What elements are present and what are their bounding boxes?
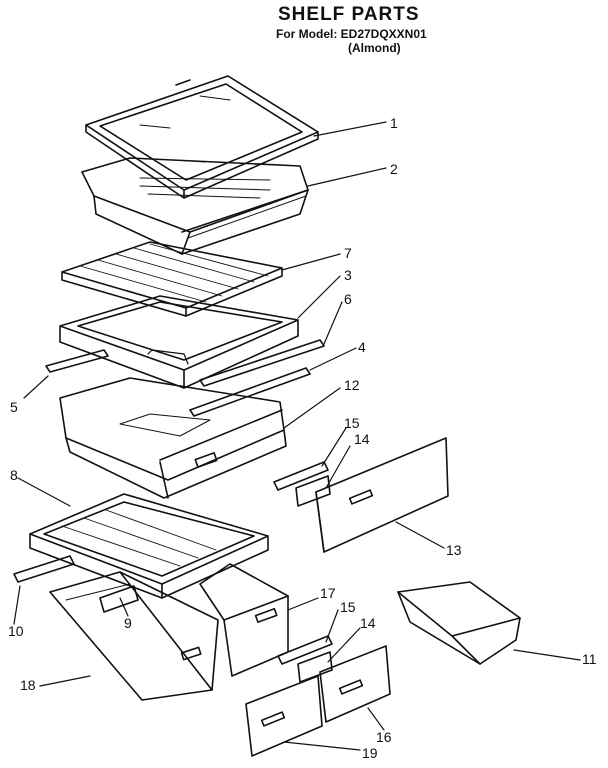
part-14-clip-upper (295, 475, 331, 507)
callout-5: 5 (10, 399, 18, 415)
callout-10: 10 (8, 623, 24, 639)
model-color: (Almond) (348, 41, 401, 55)
part-10-side-rail (13, 555, 75, 583)
part-3-shelf-frame (59, 295, 299, 389)
part-7-grid-shelf (61, 241, 283, 317)
callout-6: 6 (344, 291, 352, 307)
part-9-clip (99, 585, 139, 613)
callout-1: 1 (390, 115, 398, 131)
part-14-clip-lower (297, 651, 333, 683)
part-5-side-rail (45, 349, 109, 373)
callout-15-lower: 15 (340, 599, 356, 615)
part-16-drawer-front (319, 645, 391, 723)
callout-7: 7 (344, 245, 352, 261)
diagram-title: SHELF PARTS (278, 4, 420, 25)
callout-16: 16 (376, 729, 392, 745)
part-6-rail (199, 339, 325, 387)
part-15-clip-lower (277, 635, 333, 665)
callout-17: 17 (320, 585, 336, 601)
part-19-drawer-front (245, 675, 323, 757)
callout-14-lower: 14 (360, 615, 376, 631)
callout-14: 14 (354, 431, 370, 447)
callout-11: 11 (582, 651, 597, 667)
part-13-drawer-front (315, 437, 449, 553)
callout-19: 19 (362, 745, 378, 761)
callout-3: 3 (344, 267, 352, 283)
part-17-deep-drawer (199, 563, 289, 677)
callout-4: 4 (358, 339, 366, 355)
callout-12: 12 (344, 377, 360, 393)
callout-2: 2 (390, 161, 398, 177)
part-4-rail (189, 367, 311, 417)
leader-lines (13, 121, 581, 751)
callout-8: 8 (10, 467, 18, 483)
part-18-deep-drawer (49, 571, 219, 701)
part-1-glass-shelf (85, 75, 319, 199)
part-12-pan-drawer (59, 377, 287, 499)
callout-18: 18 (20, 677, 36, 693)
model-number: For Model: ED27DQXXN01 (276, 27, 427, 41)
part-2-drawer (81, 157, 309, 255)
callout-labels: 1 2 7 3 6 4 5 12 15 14 8 13 17 15 14 10 … (8, 115, 597, 761)
callout-13: 13 (446, 542, 462, 558)
callout-9: 9 (124, 615, 132, 631)
part-11-dairy-bin (397, 581, 521, 665)
part-15-clip-upper (273, 461, 329, 491)
callout-15: 15 (344, 415, 360, 431)
part-8-lower-shelf (29, 493, 269, 599)
